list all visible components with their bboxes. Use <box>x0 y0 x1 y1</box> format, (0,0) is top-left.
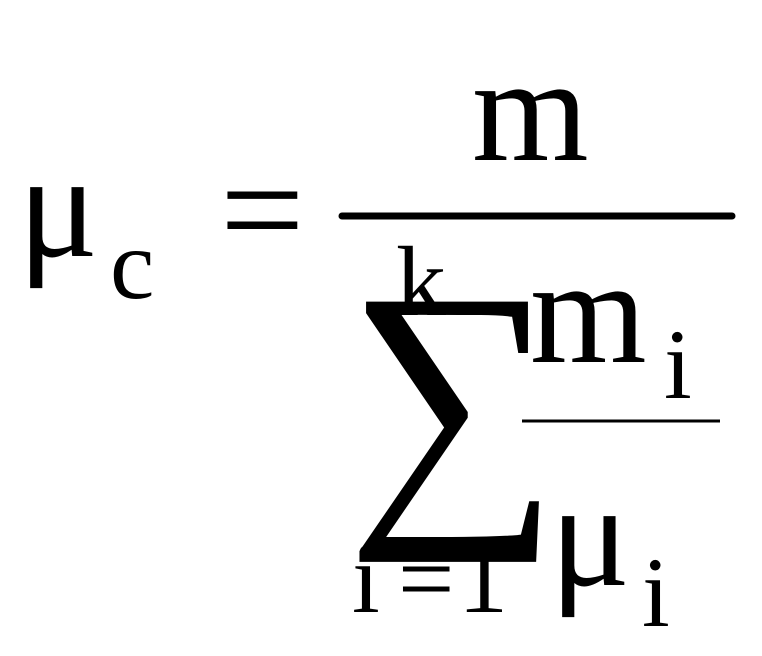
sum-upper-limit: k <box>396 226 446 337</box>
sum-lower-equals: = <box>398 523 454 634</box>
term-numerator-subscript-i: i <box>664 309 692 420</box>
term-denominator-mu: μ <box>550 452 630 618</box>
sum-lower-start: 1 <box>458 523 508 634</box>
mu-symbol: μ <box>18 123 98 289</box>
sum-lower-index: i <box>352 523 380 634</box>
numerator-m: m <box>472 27 589 193</box>
subscript-c: c <box>110 209 154 320</box>
term-denominator-subscript-i: i <box>642 537 670 648</box>
term-numerator-m: m <box>530 229 647 395</box>
summation-sign: ∑ <box>346 231 560 564</box>
equals-sign: = <box>220 127 305 293</box>
